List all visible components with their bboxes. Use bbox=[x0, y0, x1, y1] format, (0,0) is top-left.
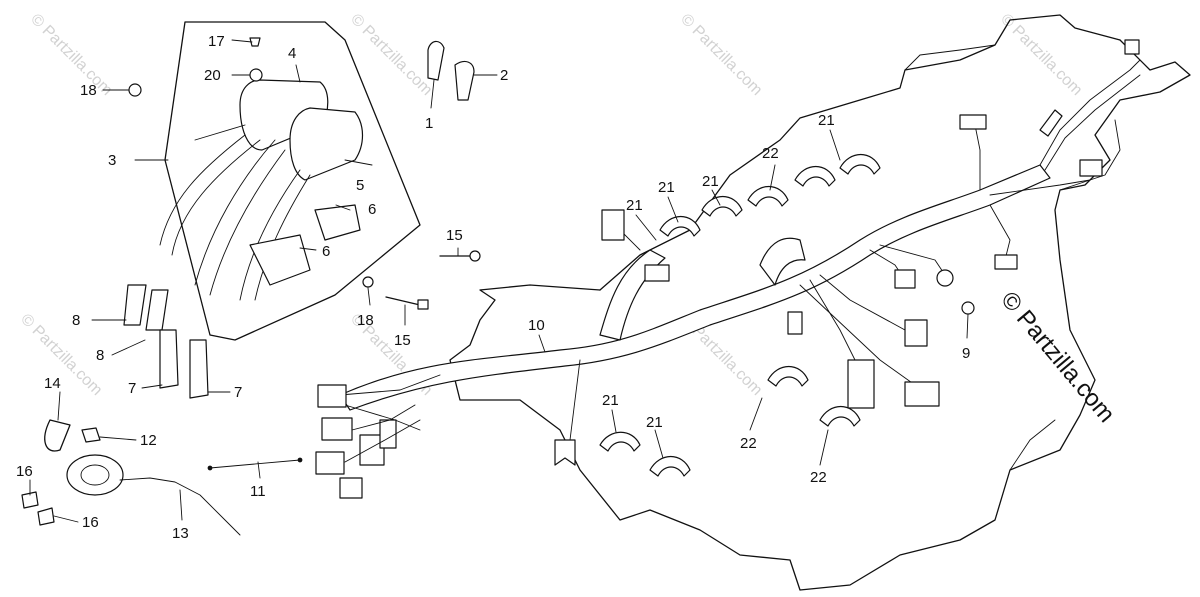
hardware-parts bbox=[128, 37, 975, 315]
callout-9: 9 bbox=[962, 345, 970, 362]
callout-16: 16 bbox=[82, 514, 99, 531]
watermark-text: © Partzilla.com bbox=[677, 11, 765, 99]
copyright-watermark: © Partzilla.com bbox=[995, 287, 1120, 428]
callout-6: 6 bbox=[322, 243, 330, 260]
watermark-text: © Partzilla.com bbox=[17, 311, 105, 399]
callout-12: 12 bbox=[140, 432, 157, 449]
leader-lines bbox=[29, 39, 969, 523]
callout-labels: 17 4 20 18 3 5 6 6 1 2 15 18 15 8 8 7 7 … bbox=[16, 33, 970, 542]
callout-22: 22 bbox=[810, 469, 827, 486]
callout-4: 4 bbox=[288, 45, 296, 62]
callout-8: 8 bbox=[72, 312, 80, 329]
callout-11: 11 bbox=[250, 483, 266, 500]
callout-7: 7 bbox=[234, 384, 242, 401]
connector-bundle bbox=[315, 374, 441, 499]
callout-3: 3 bbox=[108, 152, 116, 169]
ignition-coil-group bbox=[159, 21, 421, 341]
callout-20: 20 bbox=[204, 67, 221, 84]
callout-22: 22 bbox=[740, 435, 757, 452]
frame-outline bbox=[449, 14, 1191, 591]
callout-22: 22 bbox=[762, 145, 779, 162]
callout-15: 15 bbox=[394, 332, 411, 349]
callout-2: 2 bbox=[500, 67, 508, 84]
callout-18: 18 bbox=[357, 312, 374, 329]
callout-1: 1 bbox=[425, 115, 433, 132]
main-harness bbox=[339, 39, 1141, 466]
callout-13: 13 bbox=[172, 525, 189, 542]
callout-21: 21 bbox=[626, 197, 643, 214]
callout-15: 15 bbox=[446, 227, 463, 244]
callout-21: 21 bbox=[602, 392, 619, 409]
callout-17: 17 bbox=[208, 33, 225, 50]
callout-5: 5 bbox=[356, 177, 364, 194]
callout-10: 10 bbox=[528, 317, 545, 334]
wire-bands bbox=[599, 153, 881, 477]
callout-8: 8 bbox=[96, 347, 104, 364]
callout-18: 18 bbox=[80, 82, 97, 99]
callout-21: 21 bbox=[818, 112, 835, 129]
callout-21: 21 bbox=[702, 173, 719, 190]
callout-21: 21 bbox=[658, 179, 675, 196]
watermark-text: © Partzilla.com bbox=[347, 11, 435, 99]
callout-14: 14 bbox=[44, 375, 61, 392]
callout-16: 16 bbox=[16, 463, 33, 480]
horn-assembly bbox=[21, 419, 303, 536]
callout-21: 21 bbox=[646, 414, 663, 431]
plug-caps bbox=[123, 284, 209, 399]
callout-6: 6 bbox=[368, 201, 376, 218]
callout-7: 7 bbox=[128, 380, 136, 397]
watermark-text: © Partzilla.com bbox=[997, 11, 1085, 99]
watermark-text: © Partzilla.com bbox=[27, 11, 115, 99]
